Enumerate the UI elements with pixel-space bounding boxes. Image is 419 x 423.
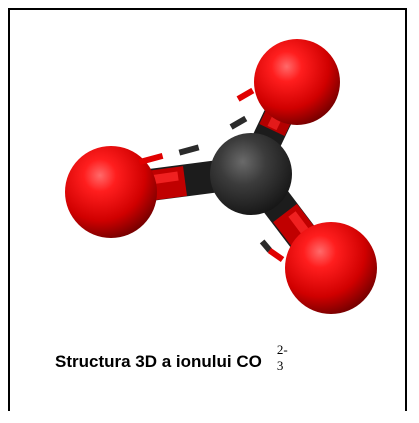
formula-subscript: 3 <box>276 358 284 373</box>
formula-sup-sub: 2-3 <box>277 343 288 372</box>
caption-text: Structura 3D a ionului <box>55 352 237 371</box>
formula-charge: 2- <box>276 342 288 357</box>
oxygen-atom-bottom <box>285 222 377 314</box>
figure-caption: Structura 3D a ionului CO 2-3 <box>55 343 288 372</box>
delocalized-bond-dashes <box>138 87 285 263</box>
oxygen-atom-top <box>254 39 340 125</box>
caption-formula: CO 2-3 <box>236 343 287 372</box>
formula-base: CO <box>236 352 262 371</box>
oxygen-atom-left <box>65 146 157 238</box>
carbon-atom <box>210 133 292 215</box>
